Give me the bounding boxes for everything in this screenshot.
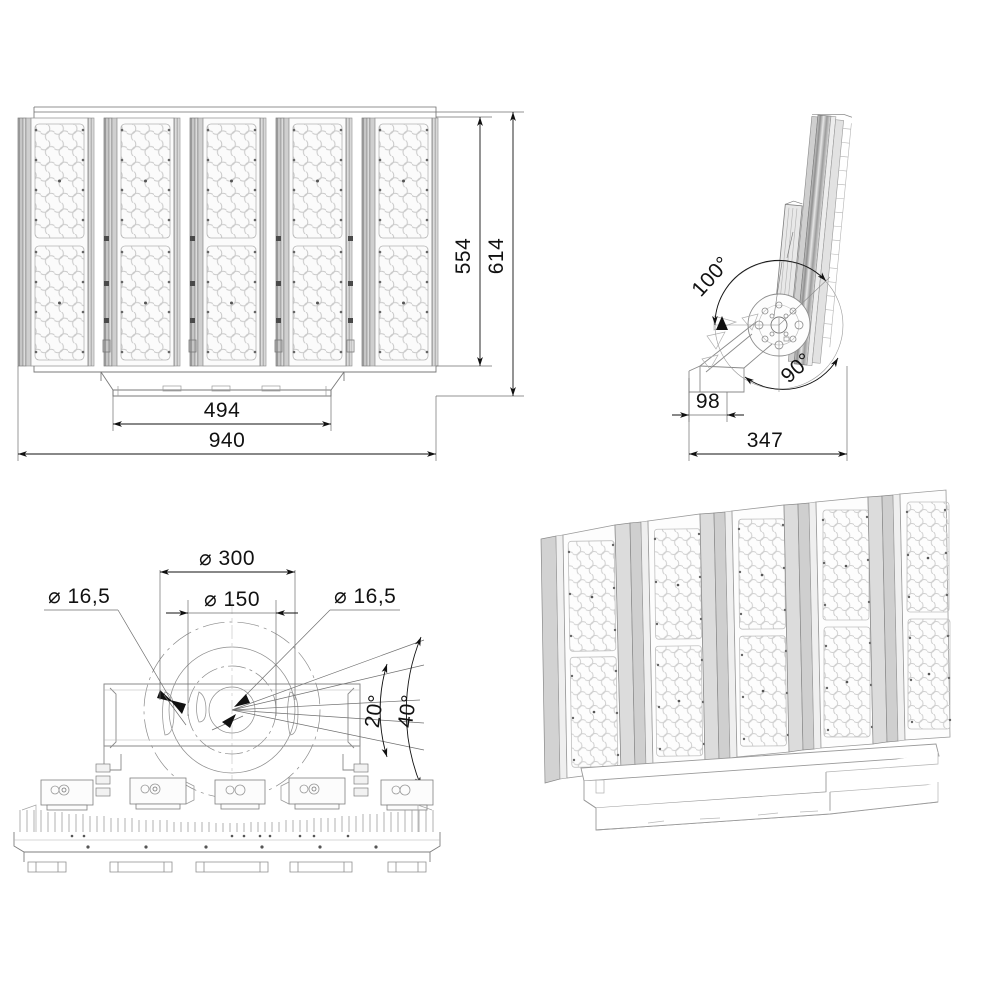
top-heatsink-fins	[19, 810, 434, 832]
top-dim-d300-label: ⌀ 300	[199, 547, 255, 570]
top-plate-dots	[70, 834, 350, 838]
iso-module-4	[797, 495, 888, 751]
top-cable-glands	[95, 763, 369, 797]
top-view: ⌀ 16,5 ⌀ 16,5 ⌀ 300 ⌀ 150	[13, 547, 441, 873]
top-driver-boxes	[40, 777, 434, 811]
front-module-5	[361, 117, 439, 367]
top-dim-d150-label: ⌀ 150	[204, 588, 260, 611]
front-module-connectors	[102, 236, 355, 353]
top-driver-box	[380, 779, 434, 811]
top-dim-hole-left-label: ⌀ 16,5	[48, 585, 110, 608]
side-dim-347-label: 347	[747, 429, 784, 452]
iso-module-1	[540, 522, 636, 784]
front-dim-614-label: 614	[485, 238, 508, 275]
top-driver-box	[280, 777, 346, 810]
front-back-plate	[33, 106, 437, 119]
top-angle-20: 20°	[361, 663, 388, 758]
top-angle-20-label: 20°	[361, 693, 388, 729]
iso-view	[540, 489, 952, 831]
front-module-1	[17, 117, 95, 367]
front-dim-940-label: 940	[209, 429, 246, 452]
iso-mounting-bracket	[580, 743, 940, 831]
side-dimension-347: 347	[688, 366, 848, 461]
front-module-3	[189, 117, 267, 367]
front-dimension-554: 554	[436, 116, 492, 367]
iso-module-group	[540, 489, 952, 784]
iso-module-5	[881, 489, 952, 743]
side-dim-98-label: 98	[696, 390, 720, 413]
front-module-2	[103, 117, 181, 367]
front-dimension-940: 940	[17, 366, 437, 461]
top-dimension-d150: ⌀ 150	[166, 588, 298, 716]
top-dimension-d300: ⌀ 300	[159, 547, 296, 700]
top-driver-box	[40, 779, 94, 811]
front-dim-494-label: 494	[204, 399, 241, 422]
top-dim-hole-right-label: ⌀ 16,5	[334, 585, 396, 608]
iso-module-3	[713, 503, 804, 760]
top-leader-hole-right: ⌀ 16,5	[211, 585, 400, 731]
top-beam-rays	[231, 639, 425, 751]
front-module-group	[17, 117, 439, 367]
top-angle-40: 40°	[394, 636, 422, 787]
front-view: 554 614 494 940	[17, 106, 524, 461]
front-module-4	[275, 117, 353, 367]
front-dimension-614: 614	[436, 111, 524, 397]
front-dim-554-label: 554	[452, 238, 475, 275]
top-angle-40-label: 40°	[394, 693, 421, 729]
top-leader-hole-left: ⌀ 16,5	[44, 585, 187, 726]
top-driver-box	[214, 779, 266, 810]
top-base-plate	[13, 804, 441, 873]
front-dimension-494: 494	[112, 390, 332, 431]
iso-module-2	[629, 512, 720, 770]
top-driver-box	[129, 777, 195, 810]
